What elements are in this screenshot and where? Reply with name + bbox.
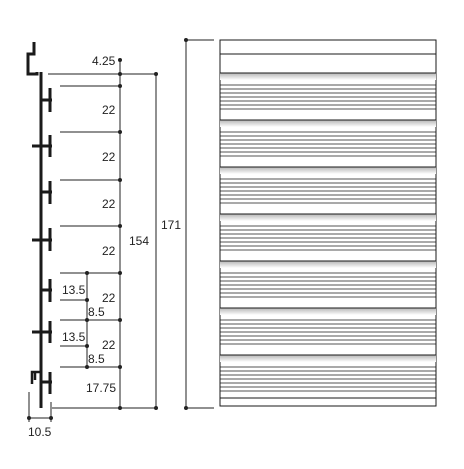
- panel-lines: [220, 53, 436, 399]
- effective-height-dimension: [154, 72, 158, 410]
- dim-pitch-1: 22: [102, 103, 116, 117]
- panel-outline: [219, 39, 437, 407]
- dim-pitch-3: 22: [102, 197, 116, 211]
- panel-groove-band: [220, 261, 436, 268]
- panel-elevation: [219, 39, 437, 407]
- dim-total-height: 171: [161, 218, 181, 232]
- pitch-dimension-dots: [85, 58, 122, 410]
- pitch-dimension-chain: [48, 60, 158, 409]
- panel-groove-band: [220, 308, 436, 315]
- panel-groove-band: [220, 355, 436, 362]
- dim-sub-a-2: 13.5: [62, 330, 86, 344]
- thickness-dimension: [27, 392, 53, 422]
- profile-bottom-hook: [30, 370, 41, 384]
- dim-pitch-4: 22: [102, 244, 116, 258]
- dim-sub-b-1: 8.5: [88, 305, 105, 319]
- dim-bottom-offset: 17.75: [86, 381, 116, 395]
- dim-sub-a-1: 13.5: [62, 283, 86, 297]
- total-height-dimension: [184, 38, 214, 410]
- panel-groove-band: [220, 120, 436, 127]
- panel-groove-band: [220, 167, 436, 174]
- profile-top-hook: [26, 42, 39, 76]
- panel-groove-band: [220, 73, 436, 80]
- dim-thickness: 10.5: [28, 425, 52, 439]
- dim-pitch-2: 22: [102, 150, 116, 164]
- panel-profile: [26, 42, 52, 408]
- dim-sub-b-2: 8.5: [88, 352, 105, 366]
- panel-groove-band: [220, 214, 436, 221]
- profile-tongues: [32, 88, 52, 394]
- dim-top-offset: 4.25: [92, 54, 116, 68]
- dim-pitch-6: 22: [102, 338, 116, 352]
- dim-pitch-5: 22: [102, 291, 116, 305]
- dim-effective-height: 154: [129, 234, 149, 248]
